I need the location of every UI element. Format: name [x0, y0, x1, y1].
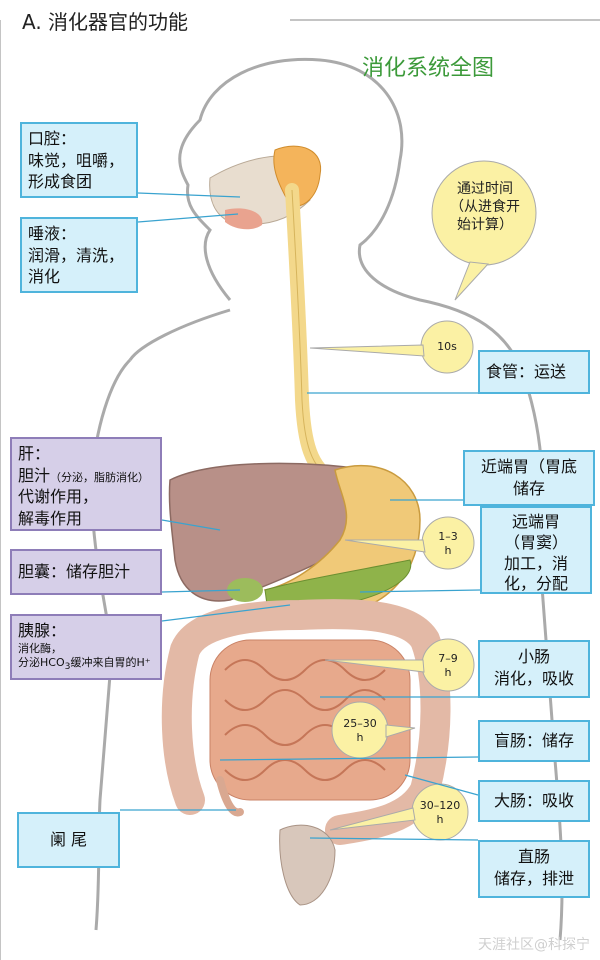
- label-mouth-line3: 形成食团: [28, 172, 93, 192]
- label-appendix: 阑 尾: [17, 812, 120, 868]
- label-small-intestine-line2: 消化，吸收: [493, 669, 574, 689]
- time-note-bubble: [431, 160, 537, 301]
- label-saliva-title: 唾液：: [28, 224, 77, 243]
- bubble-label-30-120h-top: 30–120: [419, 799, 461, 812]
- label-liver-line3: 代谢作用，: [18, 487, 99, 507]
- bubble-label-30-120h: 30–120 h: [413, 799, 467, 827]
- label-rectum-line2: 储存，排泄: [493, 869, 574, 889]
- label-pancreas-sub: 3: [64, 661, 71, 673]
- label-mouth-line2: 味觉，咀嚼，: [28, 150, 125, 170]
- label-liver-line2: 胆汁（分泌，脂肪消化）: [18, 465, 154, 487]
- bubble-label-7-9h-top: 7–9: [438, 652, 458, 665]
- label-rectum-line1: 直肠: [517, 847, 550, 866]
- appendix: [216, 776, 244, 817]
- bubble-label-25-30h-bot: h: [356, 730, 364, 744]
- label-pancreas-hco: 分泌HCO: [18, 656, 65, 670]
- label-proximal-stomach-line2: 储存: [512, 479, 545, 499]
- label-distal-stomach-line1: 远端胃: [511, 512, 560, 531]
- gallbladder: [227, 578, 263, 602]
- label-esophagus: 食管：运送: [478, 350, 590, 394]
- bubble-30-120h: [329, 783, 469, 841]
- label-saliva-line2: 润滑，清洗，: [28, 245, 125, 265]
- time-note-line3: 始计算）: [457, 217, 513, 234]
- bubble-25-30h: [331, 701, 416, 759]
- label-distal-stomach-line4: 化，分配: [503, 574, 568, 594]
- time-note-line1: 通过时间: [457, 181, 513, 197]
- bubble-label-10s: 10s: [437, 340, 457, 353]
- label-small-intestine-line1: 小肠: [517, 647, 550, 666]
- bubble-label-7-9h: 7–9 h: [428, 652, 468, 680]
- label-pancreas-line3: 分泌HCO3缓冲来自胃的H⁺: [18, 656, 154, 674]
- label-liver-title: 肝：: [18, 444, 51, 463]
- bubble-1-3h: [344, 516, 475, 570]
- label-liver: 肝： 胆汁（分泌，脂肪消化） 代谢作用， 解毒作用: [10, 437, 162, 531]
- label-distal-stomach-line3: 加工，消: [503, 553, 568, 573]
- label-liver-bile: 胆汁: [18, 465, 51, 485]
- bubble-label-1-3h-bot: h: [444, 543, 452, 557]
- label-gallbladder: 胆囊：储存胆汁: [10, 549, 162, 595]
- bubble-label-7-9h-bot: h: [444, 665, 452, 679]
- label-large-intestine: 大肠：吸收: [478, 780, 590, 822]
- label-distal-stomach-line2: （胃窦）: [503, 532, 568, 552]
- bubble-label-25-30h: 25–30 h: [335, 717, 385, 745]
- label-cecum: 盲肠：储存: [478, 720, 590, 762]
- time-note-line2: （从进食开: [450, 199, 520, 216]
- time-note: 通过时间 （从进食开 始计算）: [440, 180, 530, 235]
- bubble-10s: [309, 320, 474, 374]
- bubble-7-9h: [324, 638, 475, 692]
- label-proximal-stomach: 近端胃（胃底 储存: [463, 450, 595, 506]
- label-pancreas: 胰腺： 消化酶， 分泌HCO3缓冲来自胃的H⁺: [10, 614, 162, 680]
- label-mouth: 口腔： 味觉，咀嚼， 形成食团: [20, 122, 138, 198]
- bubble-label-30-120h-bot: h: [436, 812, 444, 826]
- label-pancreas-title: 胰腺：: [18, 621, 67, 640]
- watermark: 天涯社区@科探宁: [478, 937, 590, 953]
- esophagus: [285, 183, 342, 487]
- label-liver-line4: 解毒作用: [18, 508, 83, 528]
- label-pancreas-rest: 缓冲来自胃的H⁺: [70, 656, 151, 670]
- label-rectum: 直肠 储存，排泄: [478, 840, 590, 898]
- leader-lines: [120, 192, 481, 841]
- label-liver-bile-note: （分泌，脂肪消化）: [50, 470, 150, 484]
- diagram-title: 消化系统全图: [362, 56, 495, 81]
- label-proximal-stomach-line1: 近端胃（胃底: [480, 457, 577, 476]
- bubble-label-1-3h: 1–3 h: [428, 530, 468, 558]
- label-pancreas-line2: 消化酶，: [18, 641, 62, 655]
- section-title: A. 消化器官的功能: [22, 10, 189, 34]
- rectum: [279, 824, 336, 906]
- bubble-label-25-30h-top: 25–30: [343, 717, 377, 730]
- label-saliva: 唾液： 润滑，清洗， 消化: [20, 217, 138, 293]
- label-distal-stomach: 远端胃 （胃窦） 加工，消 化，分配: [480, 506, 592, 594]
- label-saliva-line3: 消化: [28, 267, 61, 287]
- label-small-intestine: 小肠 消化，吸收: [478, 640, 590, 698]
- label-mouth-title: 口腔：: [28, 129, 77, 148]
- bubble-label-1-3h-top: 1–3: [438, 530, 458, 543]
